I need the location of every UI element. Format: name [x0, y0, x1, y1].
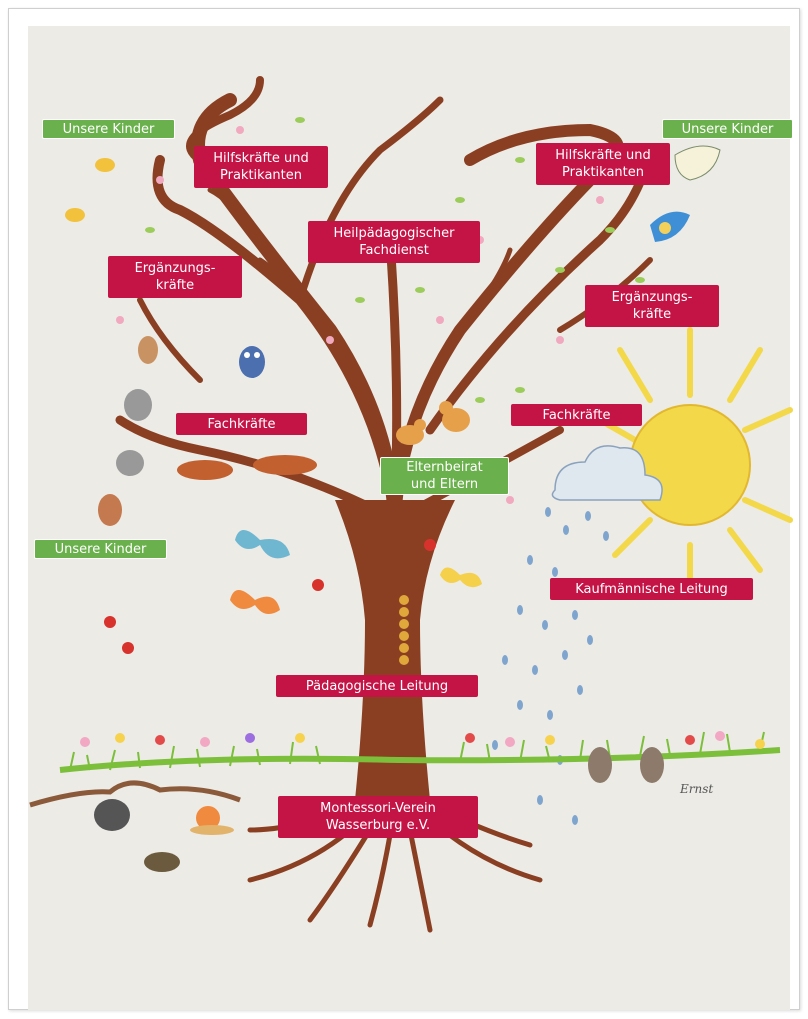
ladybug-icon [104, 539, 436, 654]
label-montessori-verein: Montessori-Verein Wasserburg e.V. [278, 796, 478, 838]
label-unsere-kinder-top-right: Unsere Kinder [662, 119, 793, 139]
blue-bird-icon [650, 211, 690, 242]
caterpillar-icon [399, 595, 409, 665]
squirrel-icon [177, 455, 317, 480]
label-unsere-kinder-top-left: Unsere Kinder [42, 119, 175, 139]
tree-trunk [335, 500, 455, 800]
dancing-mice-icon [588, 747, 664, 783]
bird-icon [396, 401, 470, 445]
flowers [80, 731, 765, 749]
label-ergaenzungskraefte-right: Ergänzungs- kräfte [585, 285, 719, 327]
snail-icon [190, 806, 234, 835]
label-heilpaedagogischer-fachdienst: Heilpädagogischer Fachdienst [308, 221, 480, 263]
mole-icon [94, 799, 130, 831]
mouse-stack-icon [98, 336, 158, 526]
label-unsere-kinder-left: Unsere Kinder [34, 539, 167, 559]
label-ergaenzungskraefte-left: Ergänzungs- kräfte [108, 256, 242, 298]
label-paedagogische-leitung: Pädagogische Leitung [276, 675, 478, 697]
bee-icon [65, 158, 115, 222]
label-fachkraefte-left: Fachkräfte [176, 413, 307, 435]
owl-icon [239, 346, 265, 378]
label-kaufmaennische-leitung: Kaufmännische Leitung [550, 578, 753, 600]
cloud-icon [551, 445, 663, 501]
earth-mound [29, 780, 241, 808]
butterfly-icon [230, 530, 482, 614]
label-hilfskraefte-right: Hilfskräfte und Praktikanten [536, 143, 670, 185]
grass [59, 731, 781, 773]
label-hilfskraefte-left: Hilfskräfte und Praktikanten [194, 146, 328, 188]
label-elternbeirat-und-eltern: Elternbeirat und Eltern [380, 457, 509, 495]
hedgehog-icon [144, 852, 180, 872]
label-fachkraefte-right: Fachkräfte [511, 404, 642, 426]
white-bird-icon [674, 145, 721, 181]
signature: Ernst [680, 782, 714, 796]
